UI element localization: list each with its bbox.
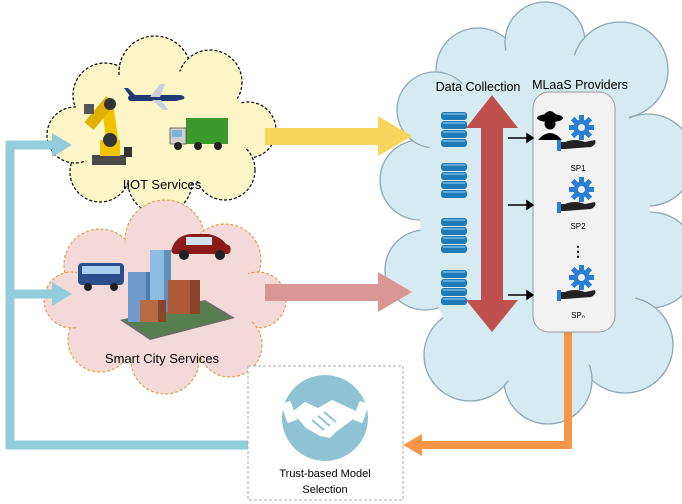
database-stack [441, 112, 467, 305]
feedback-arrowhead-smart-city [52, 282, 72, 306]
feedback-arrowhead-iiot [52, 133, 72, 157]
bus-icon [78, 263, 124, 291]
provider-label-sp1: SP1 [570, 164, 586, 173]
mlaas-providers-label: MLaaS Providers [532, 78, 628, 92]
spy-icon [537, 111, 563, 140]
handshake-icon [280, 375, 370, 461]
airplane-icon [124, 84, 185, 110]
iiot-services-label: IIOT Services [122, 177, 202, 192]
database-icon [441, 163, 467, 198]
robot-arm-icon [84, 96, 132, 165]
provider-label-spn: SPₙ [571, 311, 585, 320]
provider-ellipsis: ⋮ [571, 243, 585, 259]
database-icon [441, 112, 467, 147]
gear-hand-icon [557, 177, 596, 213]
provider-label-sp2: SP2 [570, 222, 586, 231]
database-icon [441, 218, 467, 253]
trust-label-line2: Selection [302, 484, 348, 496]
provider-link-arrows [508, 132, 535, 301]
mlaas-to-trust-arrow [403, 330, 572, 456]
gear-hand-icon [557, 265, 596, 301]
smart-city-services-label: Smart City Services [104, 351, 220, 366]
mlaas-cloud [379, 1, 682, 425]
provider-panel [532, 91, 616, 333]
truck-icon [169, 118, 228, 150]
city-buildings-icon [120, 250, 235, 340]
data-collection-label: Data Collection [435, 80, 521, 94]
trust-label-line1: Trust-based Model [279, 468, 371, 480]
database-icon [441, 270, 467, 305]
smartcity-to-mlaas-arrow [265, 272, 412, 312]
data-collection-double-arrow [466, 95, 518, 332]
feedback-loop [5, 133, 250, 450]
iiot-to-mlaas-arrow [265, 116, 412, 156]
car-icon [171, 234, 231, 260]
gear-hand-icon [557, 115, 596, 151]
